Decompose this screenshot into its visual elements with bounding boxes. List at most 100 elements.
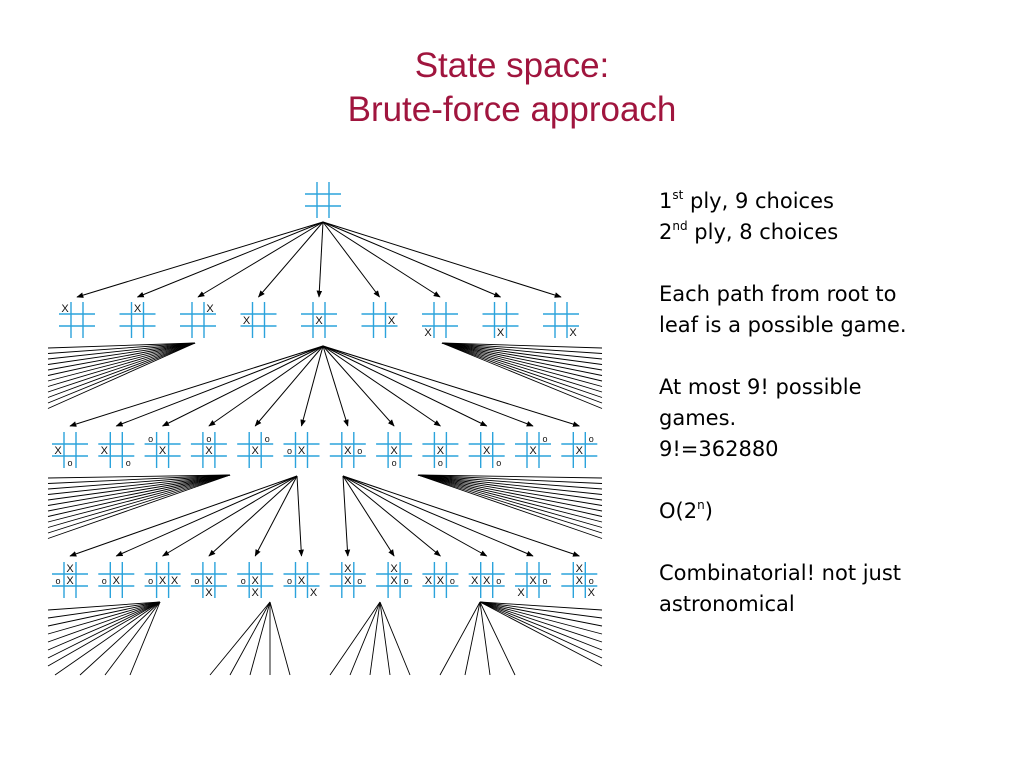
tree-edge-fan	[369, 601, 381, 676]
tree-edges	[47, 221, 603, 676]
tree-edge-ply-3	[342, 475, 351, 557]
board-mark-x: X	[66, 563, 74, 575]
board-mark-x: X	[483, 445, 491, 457]
tree-edge-fan	[47, 474, 231, 539]
tree-edge-fan	[441, 342, 603, 371]
tree-edge-ply-3	[342, 475, 441, 557]
tree-edge-ply-3	[342, 475, 534, 557]
tree-edge-fan	[349, 601, 381, 676]
ply-1-board: X	[543, 302, 579, 339]
board-mark-o: o	[287, 446, 292, 456]
tree-edge-fan	[439, 601, 481, 676]
ply-2-board: oX	[190, 432, 227, 468]
tree-edge-ply-2	[208, 345, 324, 427]
board-mark-x: X	[437, 575, 445, 587]
tree-edge-ply-3	[208, 475, 298, 557]
tree-edge-fan	[441, 342, 603, 354]
tree-edge-ply-2	[322, 345, 395, 427]
tree-edge-fan	[249, 601, 271, 676]
board-mark-o: o	[265, 434, 270, 444]
note-ply-1: 1st ply, 9 choices	[659, 188, 834, 213]
board-mark-x: X	[576, 563, 584, 575]
tree-edge-fan	[47, 474, 231, 490]
tree-edge-fan	[47, 474, 231, 512]
tree-edge-fan	[417, 474, 603, 534]
board-mark-x: X	[483, 575, 491, 587]
board-mark-x: X	[113, 575, 121, 587]
note-path-line-1: Each path from root to	[659, 282, 897, 306]
board-mark-x: X	[517, 587, 525, 599]
board-mark-o: o	[241, 576, 246, 586]
tree-edge-fan	[47, 474, 231, 506]
board-mark-x: X	[298, 445, 306, 457]
tree-edge-fan	[417, 474, 603, 501]
board-mark-x: X	[497, 327, 505, 339]
board-mark-x: X	[252, 575, 260, 587]
ply-2-board: oX	[515, 432, 551, 468]
ply-2-board: Xo	[422, 432, 459, 468]
ply-1-board: X	[240, 302, 277, 338]
ply-2-board: Xo	[98, 432, 135, 468]
tree-edge-fan	[441, 342, 603, 387]
board-mark-x: X	[425, 575, 433, 587]
board-mark-x: X	[252, 445, 260, 457]
board-mark-o: o	[450, 576, 455, 586]
board-mark-o: o	[589, 576, 594, 586]
tree-edge-fan	[479, 601, 603, 651]
tree-edge-fan	[479, 601, 603, 619]
title-line-1: State space:	[414, 46, 610, 85]
board-mark-o: o	[206, 434, 211, 444]
tree-edge-ply-1	[76, 221, 324, 298]
tree-edge-fan	[417, 474, 603, 523]
tree-edge-fan	[47, 474, 231, 523]
tree-edge-ply-2	[115, 345, 324, 427]
tree-edge-fan	[104, 601, 161, 676]
board-mark-x: X	[388, 315, 396, 327]
ply-1-board: X	[482, 302, 519, 339]
tree-edge-fan	[417, 474, 603, 517]
tree-edge-ply-3	[161, 475, 298, 557]
tree-edge-fan	[47, 601, 161, 627]
tree-edge-ply-1	[322, 221, 441, 298]
board-mark-o: o	[357, 576, 362, 586]
board-mark-x: X	[61, 303, 69, 315]
board-mark-x: X	[134, 303, 142, 315]
board-mark-x: X	[159, 445, 167, 457]
tree-edge-fan	[47, 474, 231, 495]
note-combinatorial-line-2: astronomical	[659, 592, 795, 616]
tree-edge-fan	[47, 474, 231, 484]
tree-edge-ply-1	[316, 221, 324, 298]
tree-edge-ply-2	[69, 345, 324, 427]
tree-edge-fan	[47, 601, 161, 659]
ply-1-board: X	[301, 302, 337, 338]
board-mark-x: X	[206, 303, 214, 315]
tree-edge-fan	[79, 601, 161, 676]
board-mark-x: X	[243, 315, 251, 327]
tree-edge-ply-2	[322, 345, 580, 427]
tree-edge-fan	[209, 601, 271, 676]
tree-edge-fan	[47, 342, 196, 371]
slide-title: State space: Brute-force approach	[0, 44, 1024, 132]
ply-2-board: Xo	[468, 432, 505, 468]
tree-edge-ply-2	[322, 345, 488, 427]
board-mark-x: X	[205, 445, 213, 457]
notes-text: 1st ply, 9 choices 2nd ply, 8 choices Ea…	[659, 186, 999, 620]
board-mark-x: X	[315, 315, 323, 327]
tree-edge-fan	[417, 474, 603, 490]
root-board	[305, 182, 341, 218]
tree-edge-fan	[479, 601, 516, 676]
tree-edge-fan	[417, 474, 603, 479]
tree-edge-fan	[47, 601, 161, 651]
tree-edge-fan	[379, 601, 391, 676]
tree-edge-fan	[47, 342, 196, 360]
board-mark-o: o	[496, 576, 501, 586]
tree-edge-fan	[417, 474, 603, 495]
tree-edge-ply-1	[197, 221, 324, 298]
